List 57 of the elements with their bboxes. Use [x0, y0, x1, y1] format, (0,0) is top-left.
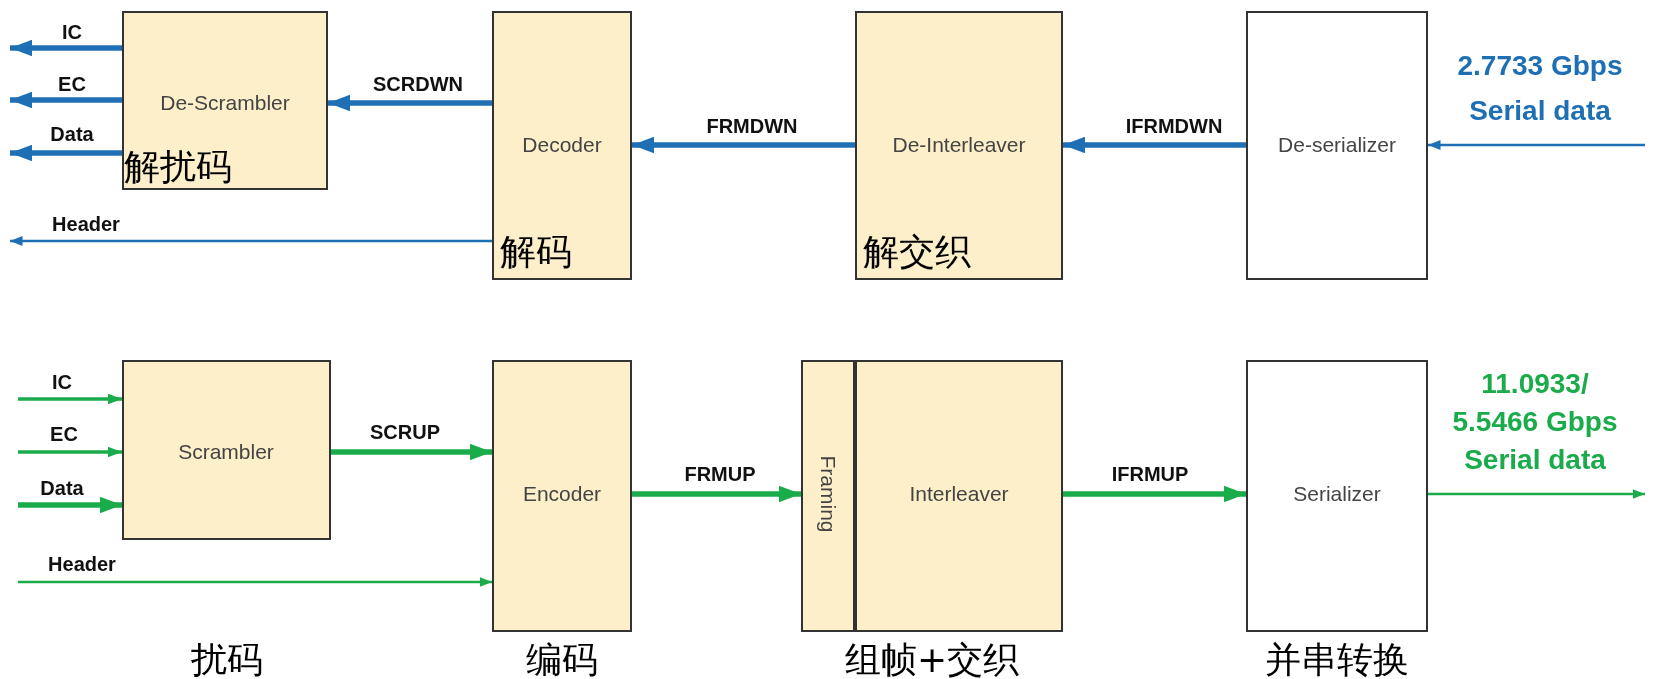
arrow — [1063, 485, 1246, 503]
block-caption: 编码 — [526, 638, 598, 679]
arrow — [18, 393, 122, 405]
arrow — [632, 136, 855, 154]
signal-label: 2.7733 Gbps Serial data — [1456, 49, 1624, 129]
box-caption: 解交织 — [863, 230, 971, 274]
arrow — [10, 39, 122, 57]
process-box — [855, 11, 1063, 280]
process-box — [801, 360, 855, 632]
signal-label: SCRDWN — [373, 73, 463, 96]
signal-label: IFRMDWN — [1125, 115, 1223, 138]
arrow — [331, 443, 492, 461]
arrow — [1428, 140, 1645, 150]
signal-label: EC — [50, 423, 78, 446]
process-box — [492, 360, 632, 632]
signal-label: FRMUP — [684, 463, 756, 486]
arrow — [1428, 489, 1645, 499]
arrow — [10, 236, 492, 246]
box-label: De-serializer — [1278, 133, 1396, 157]
box-label: Framing — [816, 455, 840, 533]
arrow — [10, 144, 122, 162]
process-box — [1246, 360, 1428, 632]
signal-label: IC — [52, 371, 72, 394]
block-caption: 组帧+交织 — [844, 638, 1020, 679]
box-label: Scrambler — [178, 440, 274, 464]
signal-label: Data — [50, 123, 94, 146]
signal-label: Data — [40, 477, 84, 500]
box-label: De-Scrambler — [160, 91, 290, 115]
process-box — [1246, 11, 1428, 280]
arrow — [18, 577, 492, 587]
process-box — [122, 11, 328, 190]
arrow — [1063, 136, 1246, 154]
signal-label: IFRMUP — [1111, 463, 1189, 486]
box-label: Encoder — [522, 482, 602, 506]
signal-label: EC — [58, 73, 86, 96]
signal-label: Header — [48, 553, 116, 576]
block-caption: 扰码 — [190, 638, 263, 679]
signal-label: 11.0933/ 5.5466 Gbps Serial data — [1451, 366, 1619, 477]
block-caption: 并串转换 — [1265, 638, 1409, 679]
process-box — [855, 360, 1063, 632]
signal-label: FRMDWN — [706, 115, 798, 138]
process-box — [492, 11, 632, 280]
arrow — [18, 496, 122, 514]
arrow — [632, 485, 801, 503]
arrow — [328, 94, 492, 112]
box-label: De-Interleaver — [892, 133, 1026, 157]
arrow — [10, 91, 122, 109]
signal-label: Header — [52, 213, 120, 236]
box-label: Decoder — [522, 133, 602, 157]
box-caption: 解码 — [500, 230, 572, 274]
box-label: Interleaver — [909, 482, 1009, 506]
signal-label: SCRUP — [370, 421, 440, 444]
box-caption: 解扰码 — [124, 145, 232, 189]
process-box — [122, 360, 331, 540]
box-label: Serializer — [1293, 482, 1381, 506]
signal-label: IC — [62, 21, 82, 44]
arrow — [18, 446, 122, 458]
